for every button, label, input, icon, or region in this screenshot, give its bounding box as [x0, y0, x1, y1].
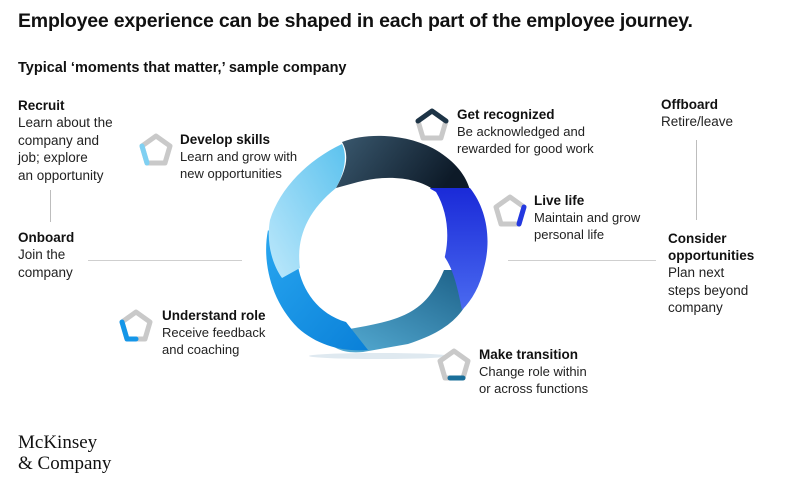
- stage-recruit-line: Learn about the: [18, 115, 113, 130]
- connector-recruit-onboard: [50, 190, 51, 222]
- moment-live-life-line: personal life: [534, 227, 605, 242]
- moment-live-life-heading: Live life: [534, 193, 585, 208]
- stage-offboard-heading: Offboard: [661, 97, 718, 112]
- make-transition-icon: [437, 348, 471, 381]
- moment-make-transition-heading: Make transition: [479, 347, 579, 362]
- stage-recruit-heading: Recruit: [18, 98, 65, 113]
- stage-onboard-line: Join the: [18, 247, 66, 262]
- moment-develop-skills-line: Learn and grow with: [180, 149, 298, 164]
- stage-offboard-line: Retire/leave: [661, 114, 734, 129]
- stage-recruit-line: an opportunity: [18, 167, 104, 183]
- live-life-icon: [493, 194, 527, 227]
- stage-consider-line: company: [668, 300, 723, 315]
- moment-understand-role: Understand role Receive feedback and coa…: [162, 307, 266, 358]
- journey-cycle: [266, 135, 488, 359]
- moment-understand-role-heading: Understand role: [162, 308, 266, 323]
- get-recognized-icon: [415, 108, 449, 141]
- stage-recruit: Recruit Learn about the company and job;…: [18, 97, 113, 184]
- stage-recruit-line: company and: [18, 132, 100, 148]
- page-subtitle: Typical ‘moments that matter,’ sample co…: [18, 60, 347, 76]
- cycle-shadow: [309, 353, 449, 359]
- stage-consider-heading: Consider: [668, 231, 727, 246]
- ribbon-make-transition: [322, 270, 476, 353]
- moment-understand-role-line: and coaching: [162, 342, 240, 357]
- stage-recruit-line: job; explore: [18, 150, 88, 165]
- logo-line: & Company: [18, 453, 112, 474]
- moment-make-transition-line: Change role within: [479, 364, 587, 379]
- moment-develop-skills-heading: Develop skills: [180, 132, 271, 147]
- stage-consider-heading: opportunities: [668, 248, 755, 263]
- develop-skills-icon: [139, 133, 173, 166]
- logo-line: McKinsey: [18, 432, 98, 453]
- stage-consider-line: steps beyond: [668, 282, 749, 298]
- moment-develop-skills: Develop skills Learn and grow with new o…: [180, 131, 297, 182]
- connector-onboard-cycle: [88, 260, 242, 261]
- stage-onboard: Onboard Join the company: [18, 229, 74, 281]
- page-title: Employee experience can be shaped in eac…: [18, 10, 693, 32]
- ribbon-get-recognized: [336, 135, 470, 190]
- ribbon-develop-skills: [268, 144, 345, 278]
- connector-offboard-consider: [696, 140, 697, 220]
- moment-make-transition: Make transition Change role within or ac…: [479, 346, 588, 397]
- moment-get-recognized-heading: Get recognized: [457, 107, 555, 122]
- understand-role-icon: [119, 309, 153, 342]
- moment-develop-skills-line: new opportunities: [180, 166, 282, 181]
- stage-onboard-line: company: [18, 264, 73, 280]
- connector-cycle-consider: [508, 260, 656, 261]
- moment-understand-role-line: Receive feedback: [162, 325, 266, 340]
- stage-offboard: Offboard Retire/leave: [661, 96, 733, 131]
- moment-live-life: Live life Maintain and grow personal lif…: [534, 192, 640, 243]
- stage-onboard-heading: Onboard: [18, 230, 75, 245]
- moment-get-recognized: Get recognized Be acknowledged and rewar…: [457, 106, 594, 157]
- moment-live-life-line: Maintain and grow: [534, 210, 641, 225]
- moment-make-transition-line: or across functions: [479, 381, 589, 396]
- cycle-center: [301, 180, 448, 322]
- moment-get-recognized-line: rewarded for good work: [457, 141, 594, 156]
- mckinsey-logo: McKinsey & Company: [18, 432, 111, 474]
- moment-get-recognized-line: Be acknowledged and: [457, 124, 585, 139]
- stage-consider-line: Plan next: [668, 265, 725, 280]
- stage-consider-opportunities: Consider opportunities Plan next steps b…: [668, 230, 754, 317]
